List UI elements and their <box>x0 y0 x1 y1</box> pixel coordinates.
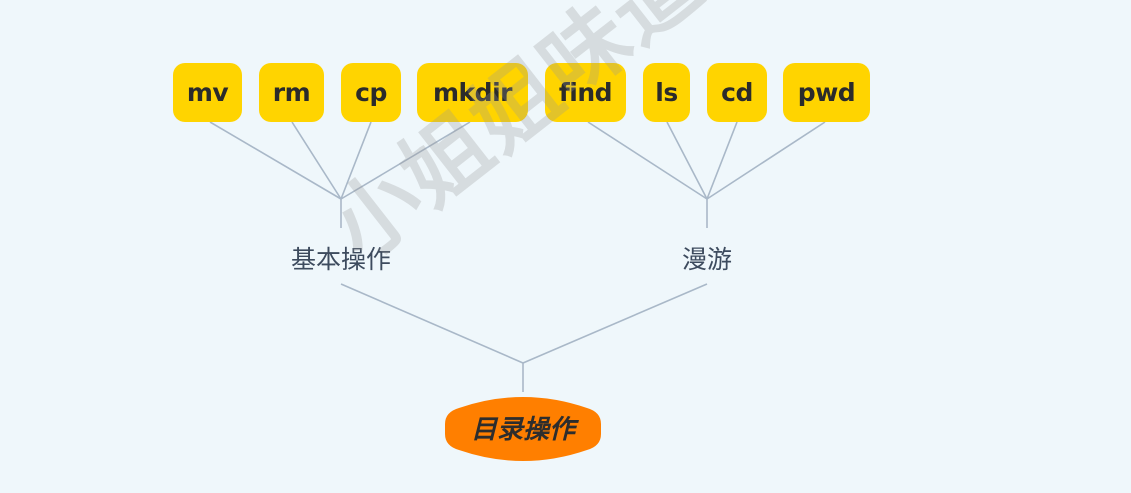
node-cp[interactable]: cp <box>341 63 401 122</box>
root-label: 目录操作 <box>470 415 575 445</box>
node-ls[interactable]: ls <box>643 63 690 122</box>
node-pwd[interactable]: pwd <box>783 63 870 122</box>
node-label: mkdir <box>433 78 512 107</box>
node-find[interactable]: find <box>545 63 626 122</box>
node-cd[interactable]: cd <box>707 63 767 122</box>
node-mkdir[interactable]: mkdir <box>417 63 528 122</box>
root-node-directory-operations[interactable]: 目录操作 <box>445 390 601 465</box>
node-label: find <box>558 78 613 107</box>
branch-basic-operations[interactable]: 基本操作 <box>276 238 406 278</box>
root-shape <box>445 397 601 461</box>
branch-label: 基本操作 <box>290 245 391 274</box>
node-label: pwd <box>797 78 856 107</box>
node-label: ls <box>655 78 678 107</box>
node-label: cp <box>355 78 387 107</box>
node-label: mv <box>186 78 229 107</box>
node-rm[interactable]: rm <box>259 63 324 122</box>
node-mv[interactable]: mv <box>173 63 242 122</box>
branch-navigation[interactable]: 漫游 <box>667 238 747 278</box>
node-label: rm <box>272 78 311 107</box>
node-label: cd <box>721 78 753 107</box>
branch-label: 漫游 <box>681 245 732 274</box>
